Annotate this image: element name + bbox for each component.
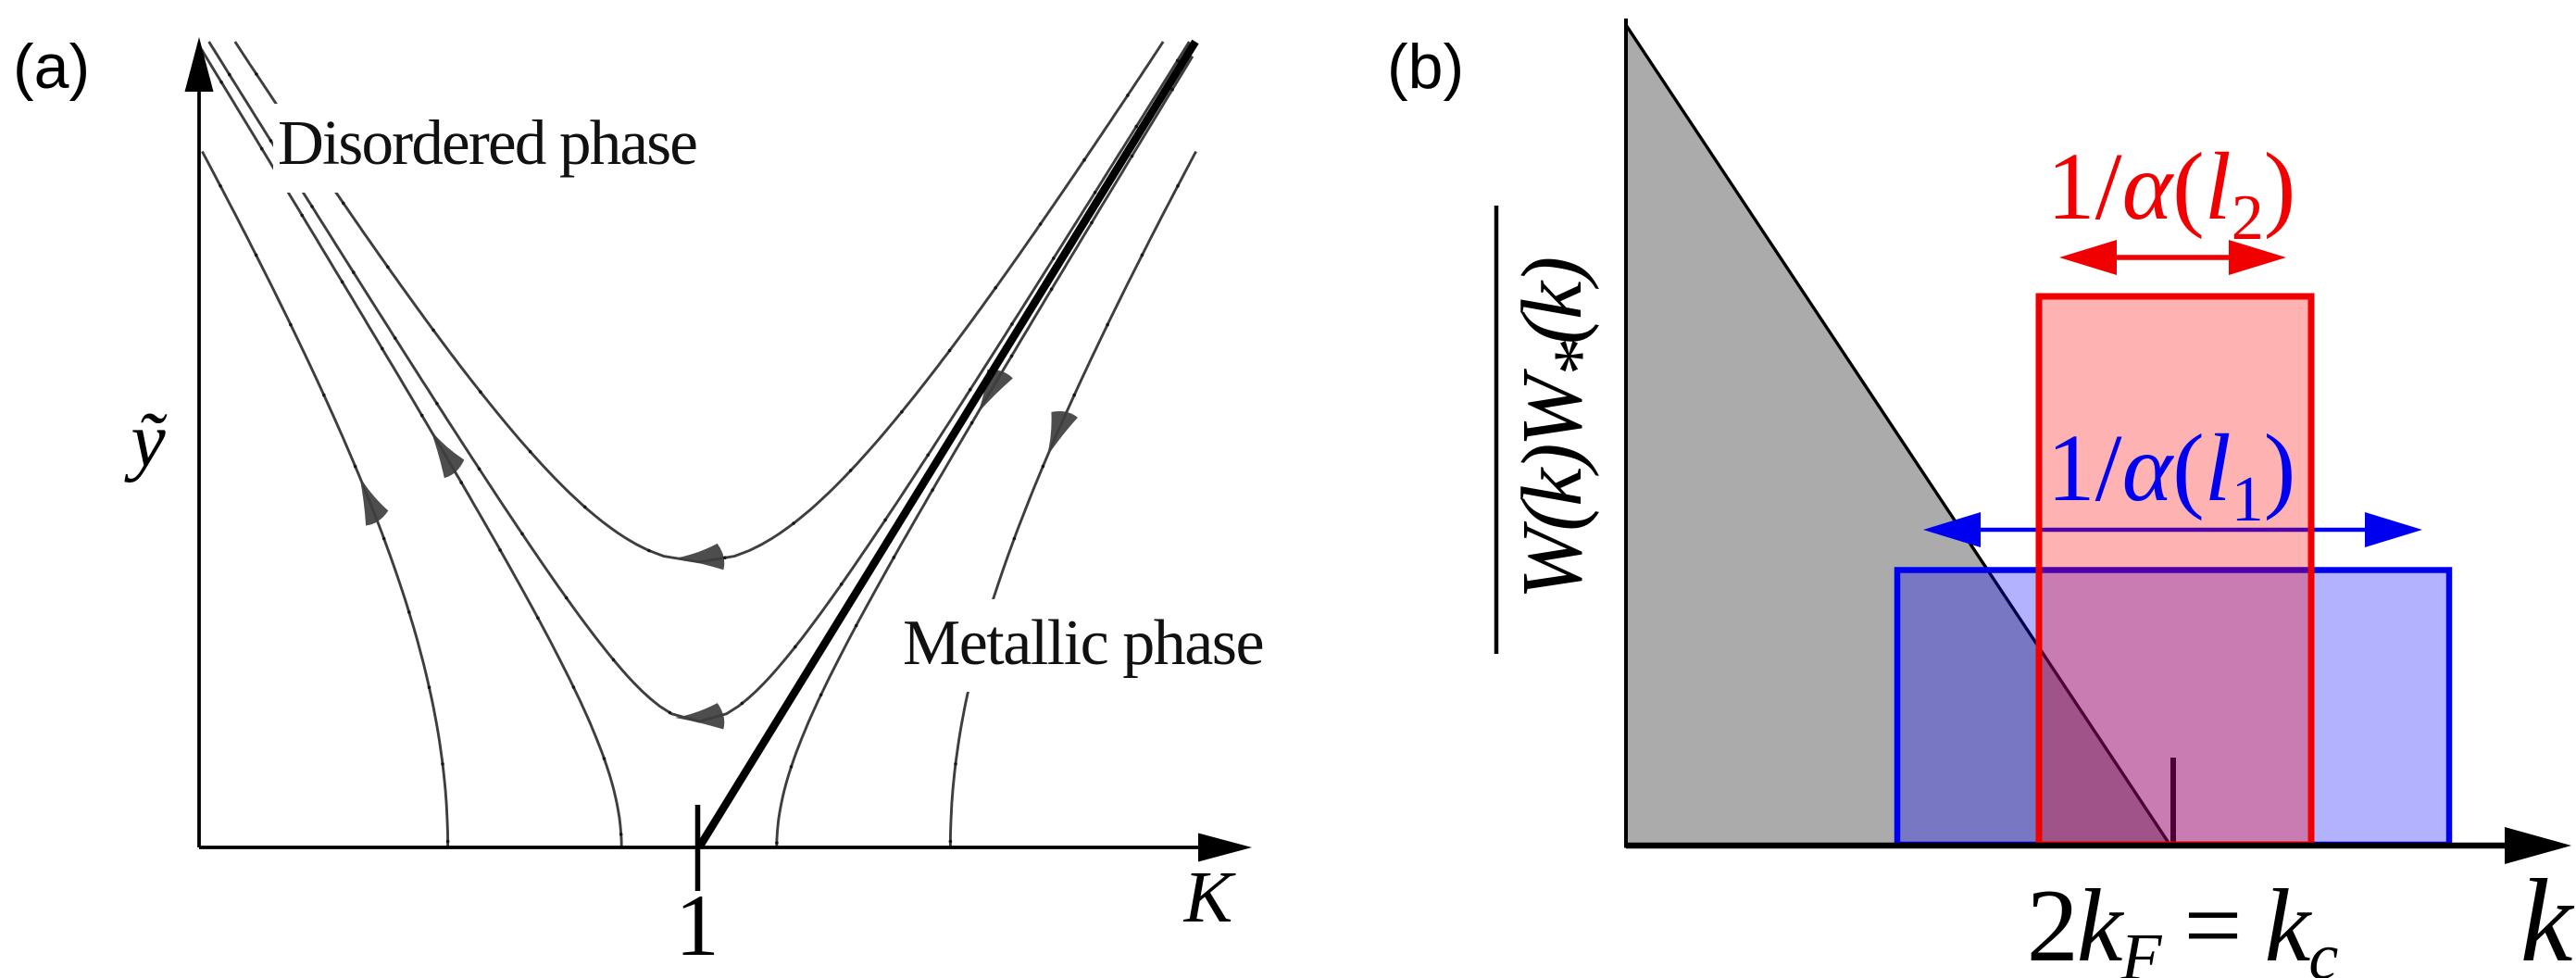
svg-text:1/α(l1): 1/α(l1)	[2047, 415, 2296, 535]
svg-text:W(k)W*(k): W(k)W*(k)	[1505, 258, 1621, 599]
svg-text:2kF = kc: 2kF = kc	[2027, 869, 2339, 978]
svg-text:ỹ: ỹ	[123, 397, 168, 483]
svg-text:k: k	[2520, 855, 2575, 978]
svg-text:(a): (a)	[13, 31, 90, 102]
svg-text:1: 1	[675, 876, 719, 974]
svg-text:1/α(l2): 1/α(l2)	[2047, 133, 2296, 254]
svg-text:K: K	[1183, 858, 1237, 938]
svg-text:Metallic phase: Metallic phase	[903, 608, 1263, 679]
svg-text:(b): (b)	[1387, 31, 1464, 102]
svg-text:Disordered phase: Disordered phase	[278, 107, 696, 178]
